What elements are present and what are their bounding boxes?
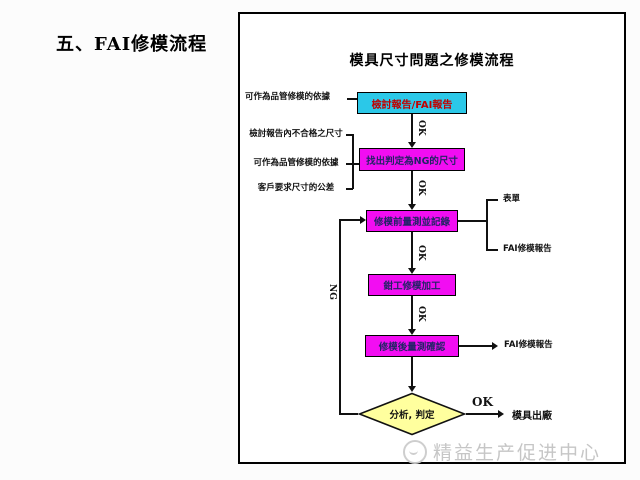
flow-line-4 <box>411 296 413 329</box>
arrowhead-right-final <box>498 410 504 418</box>
ng-line-vertical <box>339 219 341 415</box>
arrowhead-down-3 <box>408 268 416 274</box>
note-input-1: 檢討報告內不合格之尺寸 <box>249 129 343 139</box>
bracket-right-stub-top <box>486 199 498 201</box>
flowchart-frame: 模具尺寸問題之修模流程 可作為品管修模的依據 檢討報告/FAI報告 OK 檢討報… <box>238 12 626 464</box>
note-output-form: 表單 <box>503 194 521 204</box>
ng-line-top <box>340 219 360 221</box>
bracket-left-stub-3 <box>346 188 353 190</box>
note-start-basis: 可作為品管修模的依據 <box>245 92 331 102</box>
flow-node-find-ng: 找出判定為NG的尺寸 <box>359 148 465 171</box>
ng-line-bottom <box>340 413 358 415</box>
edge-label-ok-1: OK <box>416 120 426 136</box>
bracket-left-vertical <box>352 134 354 189</box>
note-output-fai-report-2: FAI修模報告 <box>504 340 553 350</box>
connector-post-measure-to-report <box>459 345 492 347</box>
watermark: 精益生产促进中心 <box>403 438 601 465</box>
flow-node-decision-label: 分析, 判定 <box>389 410 435 421</box>
ok-line-final <box>466 413 498 415</box>
arrowhead-down-1 <box>408 142 416 148</box>
flow-node-repair-label: 鉗工修模加工 <box>383 281 441 292</box>
note-input-3: 客戶要求尺寸的公差 <box>257 183 335 193</box>
flow-line-3 <box>411 232 413 268</box>
connector-pre-measure-to-bracket <box>458 220 486 222</box>
bracket-left-stub-2 <box>346 163 353 165</box>
flow-node-start-label: 檢討報告/FAI報告 <box>371 99 453 111</box>
flow-node-find-ng-label: 找出判定為NG的尺寸 <box>366 155 458 167</box>
arrowhead-down-4 <box>408 329 416 335</box>
watermark-logo-icon <box>403 439 427 464</box>
flow-line-5 <box>411 357 413 386</box>
bracket-left-stub-1 <box>346 134 353 136</box>
flow-line-2 <box>411 171 413 204</box>
watermark-text: 精益生产促进中心 <box>433 442 602 464</box>
arrowhead-right-ng <box>360 216 366 224</box>
flow-node-start: 檢討報告/FAI報告 <box>357 92 467 114</box>
edge-label-ok-2: OK <box>416 180 426 196</box>
bracket-right-stub-bottom <box>486 249 498 251</box>
bracket-right-vertical <box>486 199 488 250</box>
edge-label-ng: NG <box>327 284 337 300</box>
flow-line-1 <box>411 114 413 142</box>
note-input-2: 可作為品管修模的依據 <box>253 158 339 168</box>
connector-note-to-start <box>347 98 357 100</box>
flow-node-repair: 鉗工修模加工 <box>368 274 456 296</box>
connector-bracket-to-find-ng <box>352 163 359 165</box>
page-title: 五、FAI修模流程 <box>56 34 208 55</box>
note-output-fai-report-1: FAI修模報告 <box>503 244 552 254</box>
decision-diamond-shape <box>358 392 466 436</box>
flow-node-end-label: 模具出廠 <box>512 411 552 422</box>
flow-node-decision: 分析, 判定 <box>358 392 466 436</box>
flow-node-pre-measure-label: 修模前量測並記錄 <box>373 217 450 228</box>
flow-node-post-measure-label: 修模後量測確認 <box>378 342 446 353</box>
arrowhead-right-report <box>492 342 498 350</box>
flow-node-pre-measure: 修模前量測並記錄 <box>366 210 458 232</box>
edge-label-ok-final: OK <box>472 395 493 409</box>
edge-label-ok-3: OK <box>416 245 426 261</box>
edge-label-ok-4: OK <box>416 306 426 322</box>
flow-node-post-measure: 修模後量測確認 <box>365 335 459 357</box>
arrowhead-down-5 <box>408 386 416 392</box>
chart-title: 模具尺寸問題之修模流程 <box>349 53 515 69</box>
arrowhead-down-2 <box>408 204 416 210</box>
